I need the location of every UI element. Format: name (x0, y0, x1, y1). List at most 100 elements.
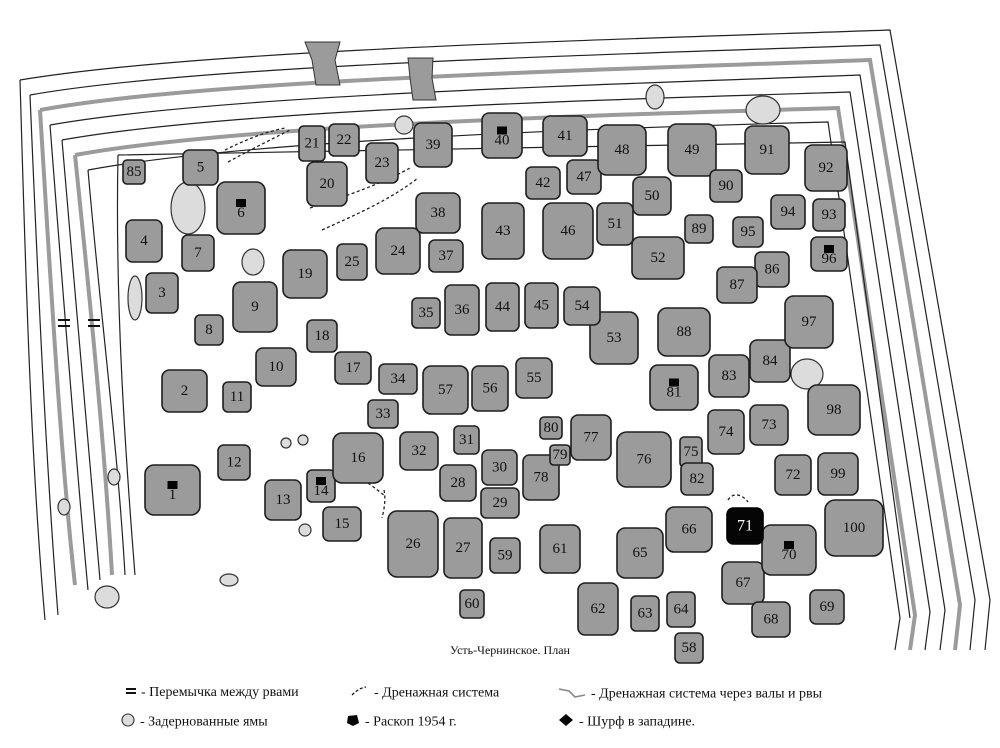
legend-drainage-through: - Дренажная система через валы и рвы (557, 685, 822, 704)
legend-excavation: - Раскоп 1954 г. (345, 713, 457, 732)
pit-shape (422, 365, 469, 415)
pit-shape (817, 452, 859, 496)
pit-number: 24 (391, 243, 407, 259)
pit-65: 65 (616, 527, 664, 579)
pit-80: 80 (539, 416, 563, 440)
pit-number: 23 (375, 155, 390, 171)
pit-number: 73 (762, 417, 777, 433)
pit-33: 33 (367, 399, 399, 429)
pit-61: 61 (539, 524, 581, 574)
pit-77: 77 (570, 414, 612, 461)
pit-shape (428, 239, 464, 273)
pit-72: 72 (774, 454, 812, 496)
pit-36: 36 (444, 284, 480, 336)
pit-22: 22 (328, 123, 360, 157)
pit-shape (770, 194, 806, 230)
pit-number: 53 (607, 330, 622, 346)
pit-shape (232, 281, 278, 333)
pit-shape (577, 582, 619, 636)
pit-shape (596, 202, 634, 246)
pit-75: 75 (679, 436, 703, 468)
pit-shape (489, 537, 521, 574)
pit-shape (708, 354, 750, 398)
pit-67: 67 (721, 561, 765, 605)
pit-47: 47 (566, 159, 602, 195)
pit-84: 84 (749, 339, 791, 383)
pit-number: 1 (169, 487, 177, 503)
turfed-pits (57, 84, 824, 609)
pit-17: 17 (334, 351, 372, 385)
pit-35: 35 (411, 297, 441, 329)
pit-number: 92 (819, 160, 834, 176)
pit-9: 9 (232, 281, 278, 333)
pit-number: 6 (237, 205, 245, 221)
pit-shape (542, 202, 594, 260)
pit-number: 70 (782, 547, 797, 563)
pit-89: 89 (684, 214, 714, 244)
pit-number: 41 (558, 128, 573, 144)
pit-number: 96 (822, 251, 838, 267)
pit-40: 40 (481, 112, 523, 159)
pit-number: 20 (320, 176, 335, 192)
pit-shape (365, 142, 399, 184)
pit-34: 34 (378, 363, 418, 395)
test-pit-marker (497, 126, 507, 135)
pit-shape (122, 159, 146, 185)
pit-48: 48 (597, 124, 647, 176)
pit-number: 63 (638, 606, 653, 622)
pit-number: 78 (534, 470, 549, 486)
pit-shape (666, 591, 696, 628)
pit-number: 14 (314, 483, 330, 499)
pit-number: 11 (230, 389, 244, 405)
pit-shape (515, 357, 553, 399)
pit-73: 73 (749, 404, 789, 446)
pit-number: 34 (391, 371, 407, 387)
pit-12: 12 (217, 444, 251, 481)
pit-83: 83 (708, 354, 750, 398)
pit-number: 3 (158, 285, 166, 301)
pit-shape (306, 319, 338, 353)
drainage-through-icon (557, 685, 587, 704)
legend-excavation-label: - Раскоп 1954 г. (365, 714, 457, 730)
pit-29: 29 (480, 487, 520, 519)
pit-79: 79 (549, 444, 571, 466)
plan-caption: Усть-Чернинское. План (450, 643, 570, 657)
pit-number: 52 (651, 250, 666, 266)
pit-shape (481, 202, 525, 260)
pit-shape (716, 266, 758, 304)
pit-shape (332, 432, 384, 484)
pit-shape (306, 469, 336, 503)
pit-shape (709, 169, 743, 203)
pit-number: 57 (438, 382, 454, 398)
pit-number: 72 (786, 467, 801, 483)
pit-21: 21 (298, 125, 326, 162)
pit-shape (749, 404, 789, 446)
pit-number: 47 (577, 169, 593, 185)
pit-number: 65 (633, 545, 648, 561)
pit-shape (707, 409, 745, 455)
pit-shape (616, 527, 664, 579)
pit-number: 67 (736, 575, 752, 591)
legend-drainage: - Дренажная система (350, 685, 499, 702)
pit-38: 38 (415, 192, 461, 234)
pit-number: 76 (637, 452, 653, 468)
pit-number: 85 (127, 164, 142, 180)
pit-shape (443, 517, 483, 579)
pit-shape (632, 176, 672, 216)
pit-shape (367, 399, 399, 429)
pit-number: 75 (684, 444, 699, 460)
pit-number: 42 (536, 175, 551, 191)
pit-number: 88 (677, 324, 692, 340)
pit-shape (807, 384, 861, 436)
pit-54: 54 (563, 286, 601, 326)
excavation-icon (345, 713, 361, 732)
pit-number: 31 (459, 432, 474, 448)
pit-number: 87 (730, 277, 746, 293)
pit-number: 36 (455, 302, 471, 318)
pit-8: 8 (194, 314, 224, 346)
pit-6: 6 (216, 181, 266, 235)
pit-shape (525, 166, 561, 200)
pit-number: 13 (276, 492, 291, 508)
pit-number: 60 (465, 596, 480, 612)
